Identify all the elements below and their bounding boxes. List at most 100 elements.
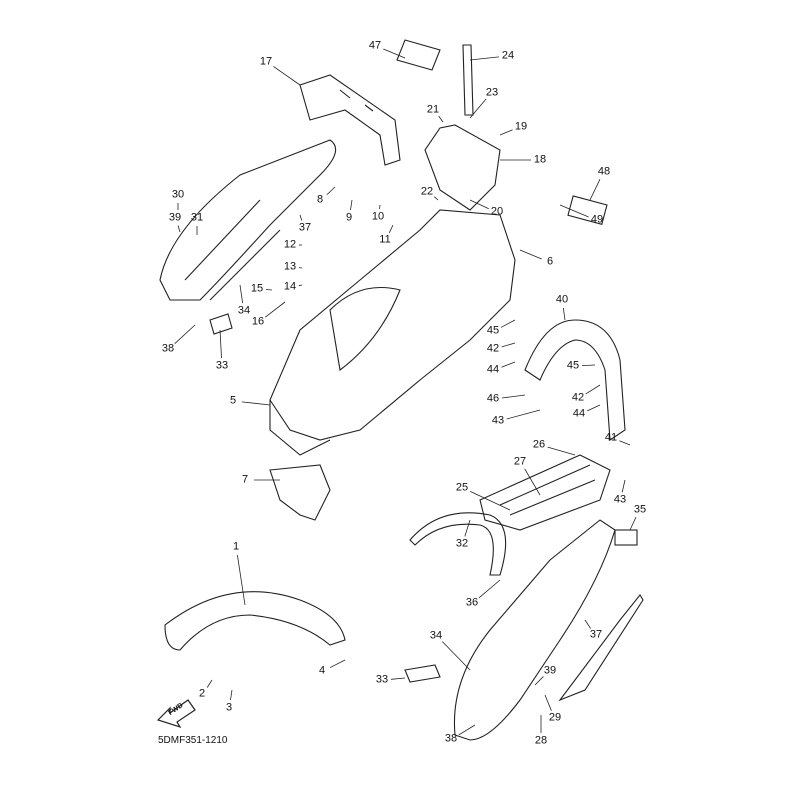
callout-35[interactable]: 35: [633, 503, 647, 516]
leader-line-33: [219, 329, 222, 359]
leader-line-20: [469, 199, 489, 210]
callout-26[interactable]: 26: [532, 438, 546, 451]
callout-36[interactable]: 36: [465, 596, 479, 609]
callout-30[interactable]: 30: [171, 188, 185, 201]
callout-6[interactable]: 6: [546, 255, 554, 268]
callout-40[interactable]: 40: [555, 293, 569, 306]
leader-line-44: [501, 361, 516, 368]
leader-line-43: [621, 479, 626, 493]
callout-38[interactable]: 38: [161, 342, 175, 355]
leader-line-1: [236, 554, 246, 606]
callout-15[interactable]: 15: [250, 282, 264, 295]
callout-47[interactable]: 47: [368, 39, 382, 52]
callout-38[interactable]: 38: [444, 732, 458, 745]
leader-line-14: [298, 284, 303, 287]
callout-19[interactable]: 19: [514, 120, 528, 133]
callout-42[interactable]: 42: [571, 391, 585, 404]
part-clip-33-upper: [209, 313, 233, 335]
callout-48[interactable]: 48: [597, 165, 611, 178]
leader-line-45: [581, 364, 596, 367]
callout-34[interactable]: 34: [237, 304, 251, 317]
callout-44[interactable]: 44: [486, 363, 500, 376]
callout-32[interactable]: 32: [455, 537, 469, 550]
callout-5[interactable]: 5: [229, 394, 237, 407]
part-flap-7: [269, 464, 331, 521]
callout-18[interactable]: 18: [533, 153, 547, 166]
callout-31[interactable]: 31: [190, 211, 204, 224]
callout-37[interactable]: 37: [589, 628, 603, 641]
leader-line-21: [438, 115, 444, 123]
callout-39[interactable]: 39: [543, 664, 557, 677]
leader-line-24: [469, 56, 500, 61]
leader-line-46: [501, 394, 526, 399]
part-side-cover-right: [453, 519, 644, 741]
leader-line-37: [299, 214, 303, 221]
callout-45[interactable]: 45: [566, 359, 580, 372]
callout-1[interactable]: 1: [232, 540, 240, 553]
callout-2[interactable]: 2: [198, 687, 206, 700]
leader-line-25: [470, 490, 511, 511]
callout-33[interactable]: 33: [375, 673, 389, 686]
callout-37[interactable]: 37: [298, 221, 312, 234]
part-grab-bar-40: [524, 319, 626, 441]
callout-14[interactable]: 14: [283, 280, 297, 293]
callout-43[interactable]: 43: [613, 493, 627, 506]
callout-44[interactable]: 44: [572, 407, 586, 420]
leader-line-45: [500, 319, 516, 328]
leader-line-42: [501, 342, 516, 348]
part-rear-fender: [269, 209, 516, 456]
callout-7[interactable]: 7: [241, 473, 249, 486]
part-strap-24: [462, 44, 474, 116]
part-rear-bracket-25: [409, 454, 611, 576]
leader-line-38: [458, 724, 476, 736]
callout-4[interactable]: 4: [318, 664, 326, 677]
leader-line-37: [584, 619, 592, 629]
callout-46[interactable]: 46: [486, 392, 500, 405]
leader-line-6: [519, 249, 542, 260]
leader-line-23: [469, 98, 487, 119]
callout-25[interactable]: 25: [455, 481, 469, 494]
callout-49[interactable]: 49: [590, 213, 604, 226]
callout-17[interactable]: 17: [259, 55, 273, 68]
callout-41[interactable]: 41: [604, 431, 618, 444]
leader-line-34: [239, 284, 244, 304]
leader-line-43: [506, 409, 541, 420]
callout-39[interactable]: 39: [168, 211, 182, 224]
leader-line-35: [629, 516, 637, 531]
callout-16[interactable]: 16: [251, 315, 265, 328]
leader-line-2: [206, 679, 213, 688]
part-tail-light-48: [567, 195, 608, 225]
callout-11[interactable]: 11: [379, 233, 391, 246]
callout-24[interactable]: 24: [501, 49, 515, 62]
callout-21[interactable]: 21: [426, 103, 440, 116]
leader-line-39: [534, 676, 544, 686]
callout-10[interactable]: 10: [371, 210, 385, 223]
leader-line-9: [350, 199, 353, 211]
callout-29[interactable]: 29: [548, 711, 562, 724]
callout-23[interactable]: 23: [485, 86, 499, 99]
part-pad-35: [614, 529, 638, 546]
leader-line-26: [547, 446, 576, 456]
callout-9[interactable]: 9: [345, 211, 353, 224]
callout-3[interactable]: 3: [225, 701, 233, 714]
leader-line-41: [619, 440, 631, 446]
callout-28[interactable]: 28: [534, 734, 548, 747]
leader-line-47: [383, 48, 406, 59]
leader-line-27: [524, 468, 541, 496]
callout-12[interactable]: 12: [283, 238, 297, 251]
part-seat-lock-bracket: [299, 74, 401, 166]
callout-42[interactable]: 42: [486, 342, 500, 355]
callout-27[interactable]: 27: [513, 455, 527, 468]
callout-22[interactable]: 22: [420, 185, 434, 198]
callout-13[interactable]: 13: [283, 260, 297, 273]
callout-20[interactable]: 20: [490, 205, 504, 218]
callout-43[interactable]: 43: [491, 414, 505, 427]
part-clip-33-lower: [404, 664, 441, 683]
callout-45[interactable]: 45: [486, 324, 500, 337]
callout-8[interactable]: 8: [316, 193, 324, 206]
leader-line-11: [388, 224, 394, 234]
callout-34[interactable]: 34: [429, 629, 443, 642]
callout-33[interactable]: 33: [215, 359, 229, 372]
leader-line-42: [585, 384, 601, 395]
